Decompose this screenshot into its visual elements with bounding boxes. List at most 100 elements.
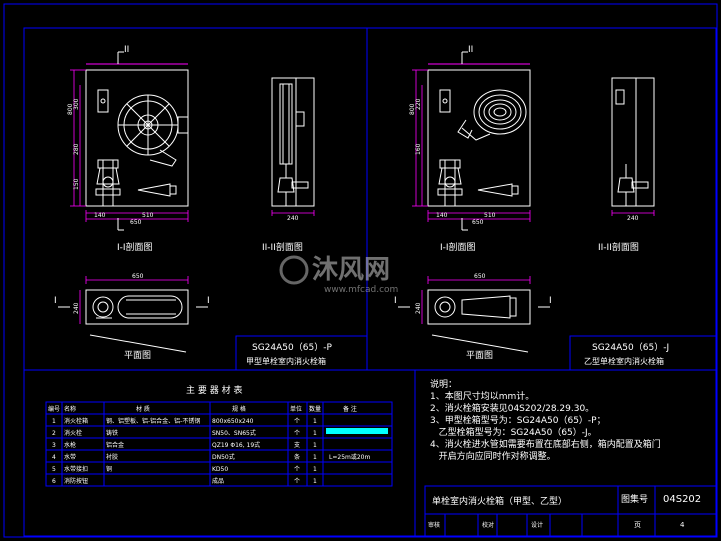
- table-cell: 个: [294, 430, 300, 437]
- dim-h-e: 150: [73, 178, 80, 190]
- table-cell: DN50式: [212, 453, 235, 461]
- left-plan-dim-240: 240: [73, 302, 80, 314]
- notes-line: 3、甲型栓箱型号为：SG24A50（65）-P；: [430, 414, 606, 426]
- left-side-title: II-II剖面图: [262, 241, 303, 253]
- right-front-dims: [412, 69, 531, 222]
- table-cell: 铸铁: [106, 429, 118, 437]
- table-cell: 水带: [64, 453, 76, 461]
- table-cell: SN50、SN65式: [212, 429, 256, 437]
- watermark-url: www.mfcad.com: [324, 285, 398, 295]
- watermark-logo-icon: [279, 255, 309, 285]
- notes-line: 2、消火栓箱安装见04S202/28.29.30。: [430, 402, 594, 414]
- title-block-grid: [424, 485, 717, 537]
- title-block-text: 单栓室内消火栓箱（甲型、乙型） 图集号 04S202 审核 校对 设计 页 4: [428, 493, 701, 529]
- drawing-frame: [3, 3, 718, 538]
- table-header-cell: 备 注: [343, 405, 357, 413]
- left-section-marks: [117, 51, 124, 231]
- table-cell: 铝合金: [106, 441, 124, 449]
- dim-total-height-r: 800: [409, 103, 416, 115]
- table-cell: 3: [52, 442, 56, 449]
- right-model-code: SG24A50（65）-J: [592, 342, 669, 353]
- table-cell: 个: [294, 466, 300, 473]
- table-cell: 1: [52, 418, 56, 425]
- table-cell: 衬胶: [106, 453, 118, 461]
- left-side-view: [271, 77, 315, 207]
- dim-h-a: 300: [73, 98, 80, 110]
- right-plan-mark-r: I: [549, 296, 552, 306]
- right-plan-mark-l: I: [394, 296, 397, 306]
- table-header-cell: 材 质: [136, 405, 150, 413]
- left-plan-dim-650: 650: [132, 273, 144, 280]
- materials-table-grid: [45, 401, 393, 487]
- dim-w-140-r: 140: [436, 212, 448, 219]
- table-cell: 条: [294, 453, 300, 461]
- table-header-cell: 编号: [48, 405, 60, 413]
- page-number: 4: [680, 521, 685, 529]
- atlas-label: 图集号: [621, 493, 648, 505]
- right-model-desc: 乙型单栓室内消火栓箱: [584, 356, 664, 366]
- dim-h-b: 280: [73, 143, 80, 155]
- right-plan-dim-240: 240: [415, 302, 422, 314]
- dim-total-height: 800: [67, 103, 74, 115]
- table-cell: KD50: [212, 466, 228, 473]
- table-header-cell: 规 格: [232, 405, 246, 413]
- left-front-title: I-I剖面图: [117, 241, 153, 253]
- table-cell: 1: [313, 430, 317, 437]
- table-cell: 消火栓: [64, 429, 82, 437]
- table-cell: QZ19 Φ16, 19式: [212, 441, 260, 449]
- table-cell: 个: [294, 418, 300, 425]
- table-cell: 1: [313, 478, 317, 485]
- dim-w-140: 140: [94, 212, 106, 219]
- left-model-desc: 甲型单栓室内消火栓箱: [246, 356, 326, 366]
- table-cell: 支: [294, 441, 300, 449]
- table-cell: 1: [313, 442, 317, 449]
- dim-w-650: 650: [130, 219, 142, 226]
- left-plan-mark-r: I: [207, 296, 210, 306]
- table-header-cell: 数量: [309, 405, 321, 413]
- left-plan-cut-lines: [58, 306, 208, 353]
- table-cell: 2: [52, 430, 56, 437]
- left-plan-mark-l: I: [54, 296, 57, 306]
- left-side-dims: [271, 210, 315, 216]
- right-front-dim-text: 800 220 160 140 510 650: [409, 98, 496, 226]
- table-cell: 1: [313, 466, 317, 473]
- table-cell: 水枪: [64, 441, 76, 449]
- notes-line: 4、消火栓进水管如需要布置在底部右侧，箱内配置及箱门: [430, 438, 661, 450]
- left-plan-view: [85, 289, 189, 325]
- left-front-view: [85, 63, 189, 207]
- left-side-dim-240: 240: [287, 215, 299, 222]
- left-section-mark-top: II: [124, 45, 129, 55]
- right-front-title: I-I剖面图: [440, 241, 476, 253]
- dim-w-650-r: 650: [472, 219, 484, 226]
- notes-title: 说明：: [430, 378, 457, 390]
- right-front-view: [427, 63, 531, 207]
- left-plan-title: 平面图: [124, 350, 151, 361]
- table-cell: 钢、铝塑板、铝-铝合金、铝-不锈钢: [106, 417, 200, 425]
- table-cell: 消防按钮: [64, 477, 88, 485]
- table-cell: 5: [52, 466, 56, 473]
- table-cell: 个: [294, 478, 300, 485]
- table-cell: 4: [52, 454, 56, 461]
- view-titles: I-I剖面图 II-II剖面图 I-I剖面图 II-II剖面图: [117, 241, 639, 253]
- right-section-marks: [461, 51, 468, 231]
- watermark-brand: 沐风网: [312, 255, 390, 285]
- page-label: 页: [634, 521, 641, 529]
- table-cell: 成品: [212, 477, 224, 485]
- notes-line: 乙型栓箱型号为：SG24A50（65）-J。: [430, 426, 597, 438]
- table-cell: 800x650x240: [212, 418, 254, 425]
- atlas-number: 04S202: [663, 494, 701, 505]
- right-plan-view: [427, 289, 531, 325]
- right-section-mark-top: II: [468, 45, 473, 55]
- notes-block: 说明： 1、本图尺寸均以mm计。2、消火栓箱安装见04S202/28.29.30…: [430, 378, 661, 462]
- left-front-dim-text: 800 300 280 150 140 510 650: [67, 98, 154, 226]
- remark-highlight-bar: [326, 428, 388, 434]
- dim-w-510: 510: [142, 212, 154, 219]
- notes-line: 开启方向应同时作对称调整。: [430, 450, 556, 462]
- review-label: 审核: [428, 521, 440, 529]
- notes-line: 1、本图尺寸均以mm计。: [430, 390, 534, 402]
- dim-h-c: 220: [415, 98, 422, 110]
- materials-title: 主 要 器 材 表: [186, 384, 242, 396]
- table-cell: 消火栓箱: [64, 417, 88, 425]
- dim-w-510-r: 510: [484, 212, 496, 219]
